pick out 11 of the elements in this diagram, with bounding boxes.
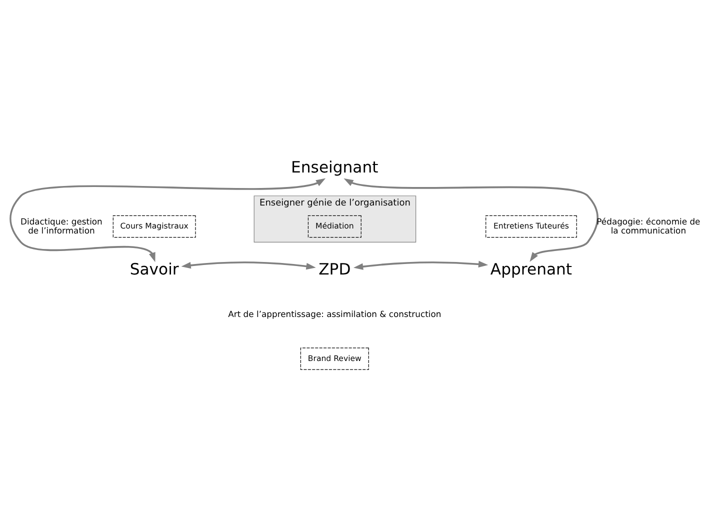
node-text: ZPD (318, 260, 351, 278)
edge-label: Pédagogie: économie de la communication (596, 216, 700, 236)
node-text: Savoir (130, 260, 179, 278)
arrow (10, 178, 326, 262)
label: Art de l’apprentissage: assimilation & construction (228, 309, 442, 320)
node-text: Apprenant (490, 260, 572, 278)
arrow (344, 178, 598, 262)
arrow (353, 260, 488, 270)
node-text: Enseignant (291, 158, 378, 176)
edge-label: Didactique: gestion de l’information (20, 216, 102, 236)
arrow (181, 261, 316, 270)
